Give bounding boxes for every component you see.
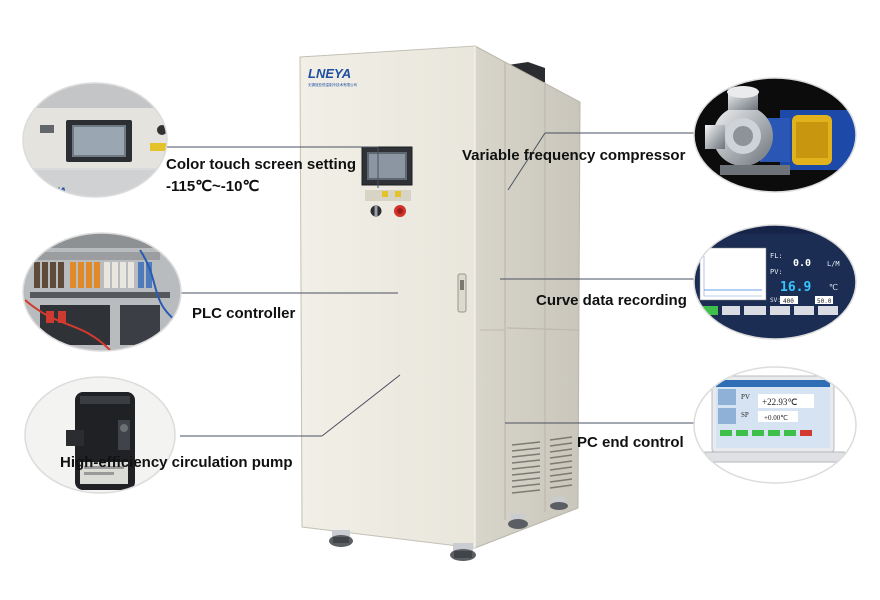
callout-plc-image	[22, 232, 182, 352]
cabinet-control-panel	[361, 146, 413, 217]
brand-logo-subtext: 无锡冠亚恒温制冷技术有限公司	[308, 82, 357, 87]
pc-sp-value: +0.00℃	[764, 414, 788, 422]
curve-screen-readouts: FL: 0.0 L/M PV: 16.9 ℃ SV: 400 50.0	[770, 252, 840, 305]
feature-label-pump: High-efficiency circulation pump	[60, 454, 293, 471]
caster-foot	[508, 514, 528, 529]
brand-logo: LNEYA 无锡冠亚恒温制冷技术有限公司	[308, 66, 357, 87]
caster-foot	[550, 497, 568, 510]
leader-lines	[167, 132, 694, 437]
svg-text:LNEYA: LNEYA	[30, 186, 67, 198]
pc-sp-label: SP	[741, 411, 749, 419]
feature-label-touch-screen: Color touch screen setting	[166, 156, 357, 173]
feature-label-temperature-range: -115℃~-10℃	[166, 178, 260, 195]
sv-value-2: 50.0	[817, 298, 832, 305]
caster-foot	[450, 543, 476, 561]
callout-touch-screen-image: LNEYA	[22, 82, 168, 198]
brand-logo-text: LNEYA	[308, 66, 351, 81]
feature-label-pc-control: PC end control	[577, 434, 684, 451]
callout-pump-image	[24, 376, 176, 494]
pc-screen-readouts: PV +22.93℃ SP +0.00℃	[741, 393, 797, 422]
caster-foot	[329, 530, 353, 547]
feature-label-curve-recording: Curve data recording	[536, 292, 687, 309]
pv-unit: ℃	[829, 283, 838, 292]
pv-value: 16.9	[780, 280, 811, 295]
sv-value-1: 400	[783, 298, 794, 305]
feature-label-compressor: Variable frequency compressor	[462, 147, 686, 164]
sv-label: SV:	[770, 297, 781, 304]
feature-label-plc: PLC controller	[192, 305, 296, 322]
callout-curve-image: LNEYA FL: 0.0 L/M PV: 16.9 ℃ SV: 400 50.…	[693, 224, 857, 340]
callout-compressor-image	[693, 77, 857, 193]
pc-pv-label: PV	[741, 393, 750, 401]
fl-value: 0.0	[793, 258, 811, 269]
pv-label: PV:	[770, 268, 783, 276]
callout-pc-image: PV +22.93℃ SP +0.00℃	[693, 366, 857, 484]
fl-label: FL:	[770, 252, 783, 260]
side-vent-grille	[511, 436, 573, 494]
fl-unit: L/M	[827, 260, 840, 268]
pc-pv-value: +22.93℃	[762, 397, 797, 407]
